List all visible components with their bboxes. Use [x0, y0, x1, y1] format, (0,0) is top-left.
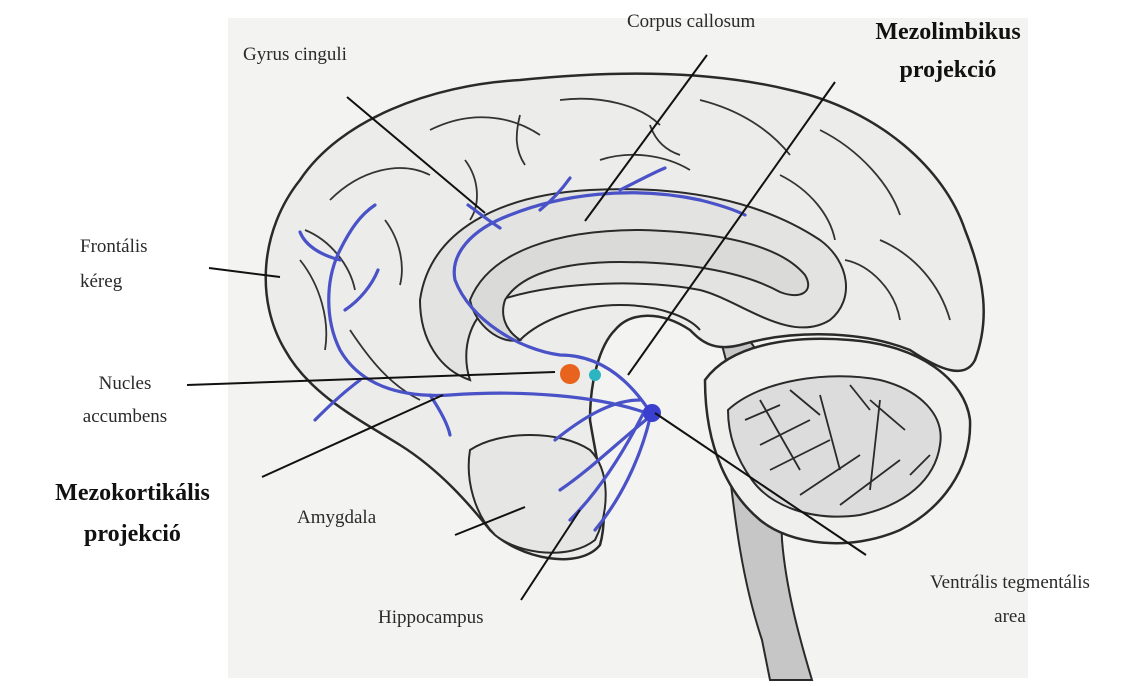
label-mezokortikalis-line2: projekció — [20, 516, 245, 552]
label-mezolimbikus-line2: projekció — [848, 52, 1048, 88]
label-nucleus-line1: Nucles — [60, 370, 190, 398]
label-amygdala: Amygdala — [297, 504, 376, 532]
label-nucleus-line2: accumbens — [60, 403, 190, 431]
label-frontalis-line2: kéreg — [80, 268, 122, 296]
label-vta-line1: Ventrális tegmentális — [895, 569, 1125, 597]
nucleus-accumbens-dot — [560, 364, 580, 384]
label-hippocampus: Hippocampus — [378, 604, 484, 632]
label-frontalis-line1: Frontális — [80, 233, 148, 261]
label-mezokortikalis-line1: Mezokortikális — [20, 475, 245, 511]
label-mezolimbikus-line1: Mezolimbikus — [848, 14, 1048, 50]
vta-dot — [643, 404, 661, 422]
label-vta-line2: area — [895, 603, 1125, 631]
secondary-nucleus-dot — [589, 369, 601, 381]
label-corpus-callosum: Corpus callosum — [627, 8, 755, 36]
label-gyrus-cinguli: Gyrus cinguli — [243, 41, 347, 69]
